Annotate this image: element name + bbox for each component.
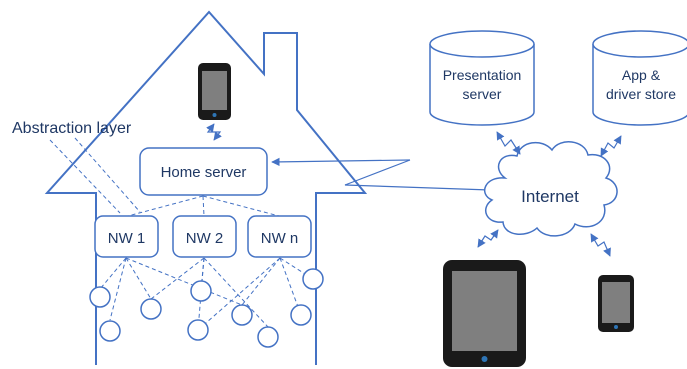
wireless-link-icon: [600, 135, 622, 157]
phone-icon: [198, 63, 231, 120]
device-node: [290, 304, 312, 326]
device-node: [257, 326, 279, 348]
tablet-icon: [443, 260, 526, 367]
phone-icon: [598, 275, 634, 332]
device-node: [231, 304, 253, 326]
house-outline: [44, 10, 368, 365]
nwn-box: [247, 215, 312, 258]
presentation-server-cylinder: [429, 30, 535, 126]
nw2-label: NW 2: [186, 230, 224, 247]
app-store-label-line2: driver store: [606, 86, 676, 102]
abstraction-pointer-line: [74, 137, 141, 213]
nwn-label: NW n: [261, 230, 299, 247]
internet-cloud: [483, 141, 618, 237]
device-node: [187, 319, 209, 341]
abstraction-layer-label: Abstraction layer: [12, 120, 132, 137]
device-node: [89, 286, 111, 308]
device-node: [190, 280, 212, 302]
nw1-box: [94, 215, 159, 258]
server-network-links: [127, 195, 280, 217]
device-nodes: [89, 268, 324, 348]
wireless-link-icon: [590, 233, 611, 257]
wireless-link-icon: [206, 123, 222, 141]
device-node: [140, 298, 162, 320]
app-driver-store-cylinder: [592, 30, 687, 126]
presentation-server-label-line2: server: [463, 86, 502, 102]
internet-label: Internet: [521, 187, 579, 206]
wireless-link-icon: [496, 131, 521, 155]
device-node: [302, 268, 324, 290]
nw2-box: [172, 215, 237, 258]
internet-connector-zigzag: [344, 159, 491, 191]
nw1-label: NW 1: [108, 230, 146, 247]
home-server-box: [139, 147, 268, 196]
wireless-link-icon: [477, 229, 499, 248]
presentation-server-label-line1: Presentation: [443, 67, 522, 83]
home-server-label: Home server: [161, 164, 247, 181]
internet-to-server-arrow: [271, 157, 411, 167]
app-store-label-line1: App &: [622, 67, 661, 83]
device-node: [99, 320, 121, 342]
abstraction-pointer-line-2: [49, 139, 121, 214]
